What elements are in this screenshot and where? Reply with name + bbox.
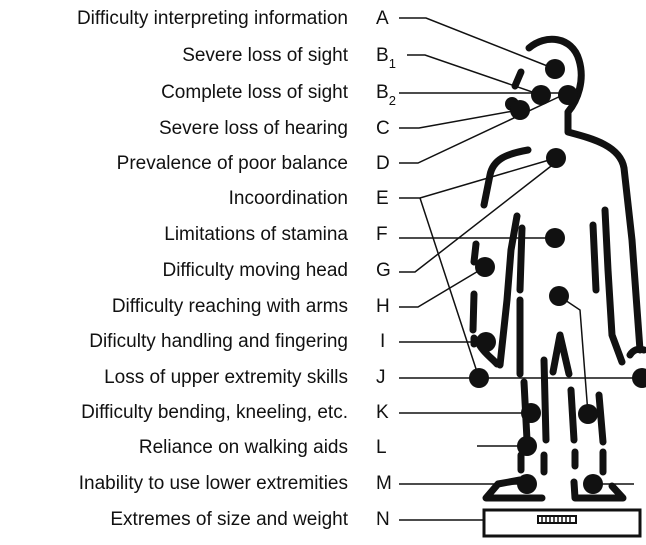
limitation-label: Dificulty handling and fingering: [89, 331, 348, 352]
marker-c-ear: [510, 100, 530, 120]
marker-b1-eye: [531, 85, 551, 105]
limitation-label: Difficulty interpreting information: [77, 8, 348, 29]
right-leg-inner: [571, 390, 575, 466]
limitation-label: Loss of upper extremity skills: [104, 367, 348, 388]
marker-a-head: [545, 59, 565, 79]
code-letters: A B1 B2 C D E F G H I J K L M N: [376, 8, 396, 530]
limitation-label: Difficulty reaching with arms: [112, 296, 348, 317]
code-letter: N: [376, 509, 390, 530]
marker-j-left-hand: [469, 368, 489, 388]
limitation-label: Complete loss of sight: [161, 82, 349, 103]
marker-k-right-knee: [578, 404, 598, 424]
scale-platform: [484, 510, 640, 536]
right-leg-outer: [599, 395, 603, 472]
code-letter: I: [380, 331, 385, 352]
code-letter: H: [376, 296, 390, 317]
limitation-label: Extremes of size and weight: [110, 509, 348, 530]
limitation-label: Inability to use lower extremities: [79, 473, 348, 494]
marker-k-left-knee: [521, 403, 541, 423]
marker-e-neck: [546, 148, 566, 168]
limitation-label: Limitations of stamina: [164, 224, 348, 245]
marker-m-right-foot: [583, 474, 603, 494]
marker-j-right-hand: [632, 368, 646, 388]
limitation-label: Difficulty moving head: [162, 260, 348, 281]
marker-f-chest: [545, 228, 565, 248]
limitation-label: Severe loss of hearing: [159, 118, 348, 139]
limitation-label: Difficulty bending, kneeling, etc.: [81, 402, 348, 423]
marker-h-arm: [475, 257, 495, 277]
limitation-label: Reliance on walking aids: [139, 437, 348, 458]
code-letter: D: [376, 153, 390, 174]
marker-g-abdomen: [549, 286, 569, 306]
code-letter: E: [376, 188, 389, 209]
marker-l-leg: [517, 436, 537, 456]
limitation-label: Incoordination: [229, 188, 348, 209]
marker-b2-eye: [558, 85, 578, 105]
head-outline: [529, 39, 640, 350]
code-letter: B1: [376, 45, 396, 71]
limitation-list: Difficulty interpreting information Seve…: [77, 8, 349, 530]
crotch-outline: [553, 335, 569, 374]
code-letter: F: [376, 224, 388, 245]
code-letter: B2: [376, 82, 396, 108]
leader-line-c: [399, 110, 519, 128]
limitation-label: Prevalence of poor balance: [117, 153, 348, 174]
head-dash-outline: [515, 72, 521, 86]
torso-inner-right: [593, 225, 596, 290]
code-letter: J: [376, 367, 386, 388]
code-letter: G: [376, 260, 391, 281]
limitation-label: Severe loss of sight: [182, 45, 349, 66]
marker-m-left-foot: [517, 474, 537, 494]
code-letter: M: [376, 473, 392, 494]
code-letter: A: [376, 8, 389, 29]
left-leg-inner: [544, 360, 546, 472]
limitation-markers: [469, 59, 646, 494]
right-hand-outline: [630, 349, 644, 355]
code-letter: K: [376, 402, 389, 423]
body-figure: [473, 39, 644, 498]
code-letter: C: [376, 118, 390, 139]
right-arm-outline: [605, 210, 622, 362]
code-letter: L: [376, 437, 387, 458]
left-arm-outline: [473, 244, 476, 344]
code-subscript: 2: [389, 93, 396, 108]
marker-i-hand: [476, 332, 496, 352]
code-subscript: 1: [389, 56, 396, 71]
